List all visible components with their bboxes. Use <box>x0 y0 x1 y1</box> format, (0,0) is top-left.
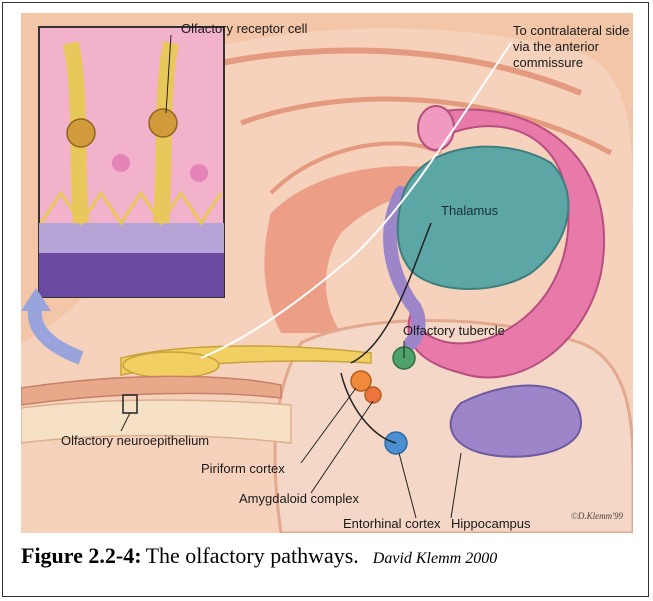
label-receptor-cell: Olfactory receptor cell <box>181 21 308 36</box>
label-neuroepithelium: Olfactory neuroepithelium <box>61 433 209 448</box>
label-contralateral-3: commissure <box>513 55 583 70</box>
caption-text: The olfactory pathways. <box>146 543 359 568</box>
caption-label: Figure 2.2-4: <box>21 543 142 568</box>
label-entorhinal-cortex: Entorhinal cortex <box>343 516 441 531</box>
label-thalamus: Thalamus <box>441 203 499 218</box>
label-contralateral-2: via the anterior <box>513 39 600 54</box>
fornix-cut-end <box>418 106 454 150</box>
caption-credit: David Klemm 2000 <box>373 550 497 567</box>
label-hippocampus: Hippocampus <box>451 516 531 531</box>
amygdala-node <box>365 387 381 403</box>
receptor-inset <box>39 27 224 297</box>
artist-signature: ©D.Klemm'99 <box>571 511 624 521</box>
label-olfactory-tubercle: Olfactory tubercle <box>403 323 505 338</box>
label-amygdaloid-complex: Amygdaloid complex <box>239 491 359 506</box>
figure-caption: Figure 2.2-4: The olfactory pathways. Da… <box>21 543 641 583</box>
label-piriform-cortex: Piriform cortex <box>201 461 285 476</box>
olfactory-pathway-illustration: Olfactory receptor cell To contralateral… <box>21 13 633 533</box>
label-contralateral-1: To contralateral side <box>513 23 629 38</box>
